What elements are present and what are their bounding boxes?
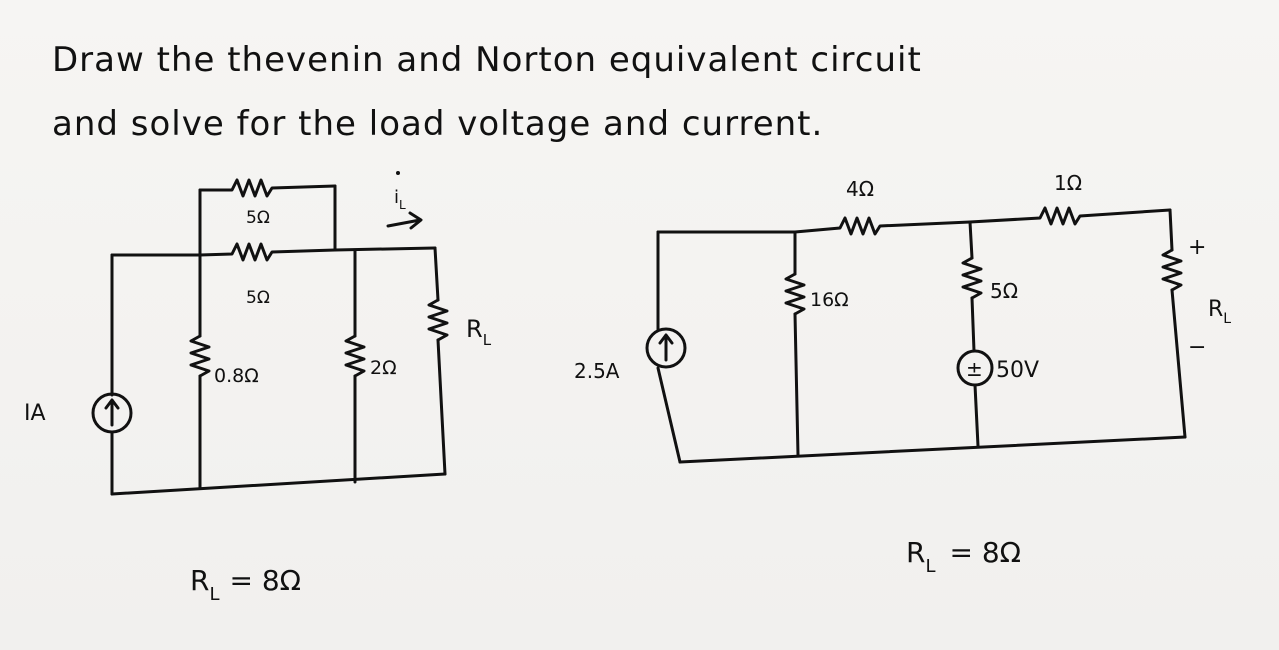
- right-wire-load-top: [1168, 208, 1174, 252]
- right-wire-shunt16-bottom: [793, 312, 800, 457]
- left-resistor-load: [427, 298, 449, 342]
- right-resistor-1: [968, 206, 1172, 226]
- left-rl-value: RL= 8Ω: [190, 564, 301, 605]
- left-wire-load-bottom: [436, 338, 447, 476]
- right-rl-value: RL= 8Ω: [906, 536, 1021, 577]
- left-r-top-outer-label: 5Ω: [246, 208, 270, 228]
- right-current-source-circle: [645, 327, 687, 369]
- left-wire-top-right: [333, 246, 437, 252]
- left-circuit: [91, 171, 449, 496]
- left-r-shunt2-label: 2Ω: [370, 357, 397, 379]
- right-wire-shunt5-top: [968, 220, 974, 260]
- right-load-minus: −: [1188, 335, 1206, 360]
- right-r-top1-label: 4Ω: [846, 177, 874, 201]
- right-r-shunt1-label: 16Ω: [810, 289, 849, 311]
- left-wire-load-top: [433, 246, 440, 302]
- prompt-line-2: and solve for the load voltage and curre…: [52, 104, 824, 144]
- current-source-arrow-icon: [104, 398, 120, 427]
- left-source-label: IA: [24, 401, 46, 426]
- right-r-top2-label: 1Ω: [1054, 171, 1082, 195]
- left-r-shunt1-label: 0.8Ω: [214, 365, 259, 387]
- right-wire-bottom: [678, 435, 1187, 464]
- left-r-top-inner-label: 5Ω: [246, 288, 270, 308]
- prompt-line-1: Draw the thevenin and Norton equivalent …: [52, 40, 922, 80]
- left-resistor-5-outer: [198, 178, 337, 198]
- right-resistor-4: [793, 216, 972, 236]
- right-voltage-label: 50V: [996, 358, 1039, 383]
- right-circuit: [645, 206, 1187, 464]
- left-wire-bottom: [110, 472, 447, 496]
- right-r-shunt2-label: 5Ω: [990, 279, 1018, 303]
- right-wire-left-bottom: [656, 366, 682, 464]
- right-resistor-16: [784, 272, 806, 316]
- right-load-label: RL: [1208, 297, 1231, 327]
- right-wire-shunt5-bottom: [973, 383, 980, 448]
- voltage-source-polarity-icon: ±: [966, 357, 983, 381]
- left-current-dot: [396, 171, 400, 175]
- right-resistor-5: [961, 256, 983, 300]
- right-wire-shunt5-mid: [970, 296, 976, 353]
- right-source-label: 2.5A: [574, 359, 620, 383]
- right-current-source-arrow-icon: [658, 333, 674, 362]
- left-resistor-5-inner: [198, 242, 337, 262]
- left-resistor-0-8: [189, 334, 211, 378]
- right-wire-load-bottom: [1170, 288, 1187, 439]
- left-resistor-2: [344, 334, 366, 378]
- left-load-label: RL: [466, 315, 492, 349]
- right-load-plus: +: [1188, 235, 1206, 260]
- right-resistor-load: [1161, 248, 1183, 292]
- left-current-arrow-icon: [386, 211, 423, 230]
- left-current-label: iL: [394, 187, 406, 212]
- left-current-source-circle: [91, 392, 133, 434]
